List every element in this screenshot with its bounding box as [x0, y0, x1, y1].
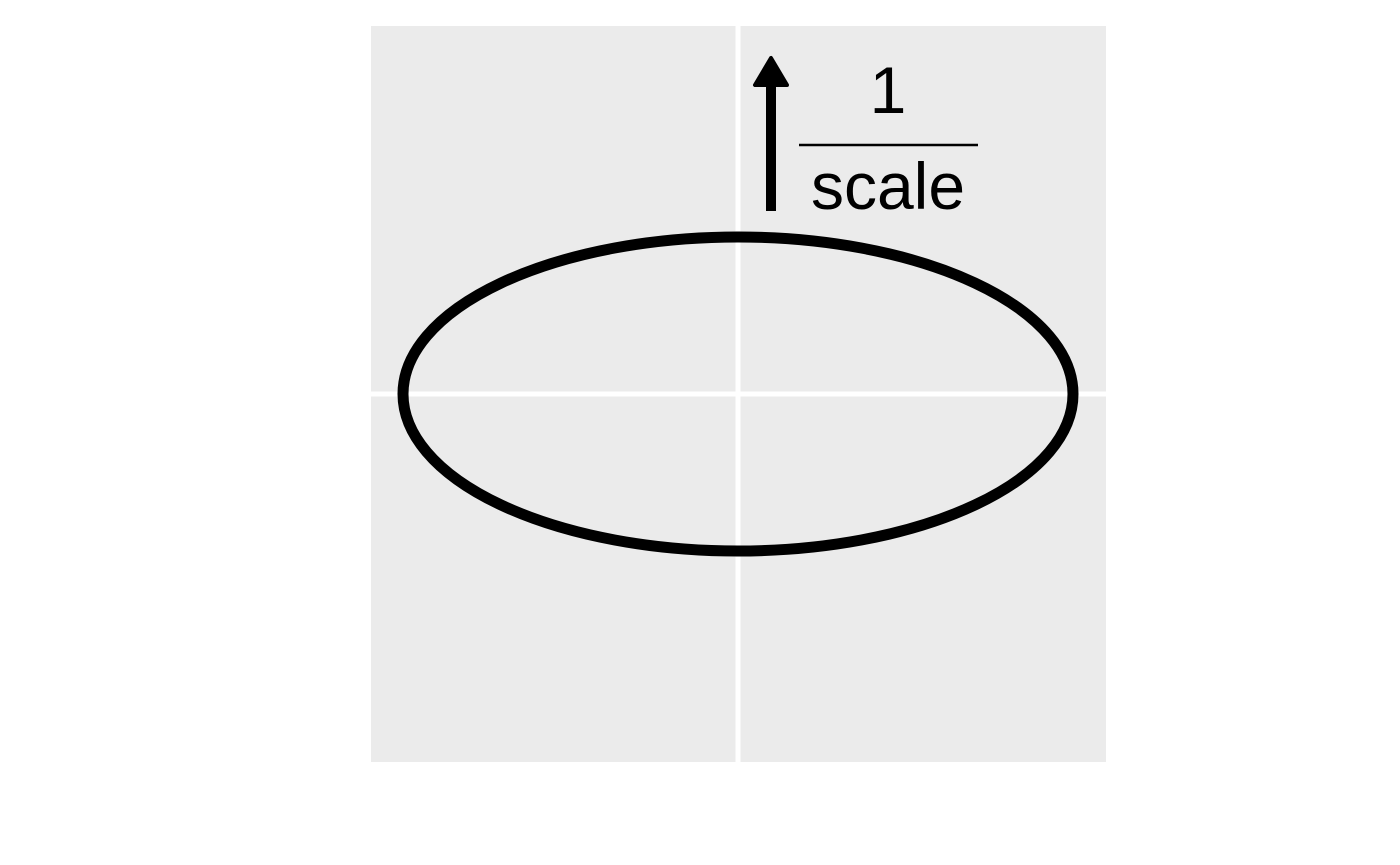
- up-arrow-head: [753, 56, 789, 87]
- fraction-denominator: scale: [811, 149, 965, 223]
- fraction-annotation: 1 scale: [799, 53, 978, 223]
- fraction-numerator: 1: [870, 53, 907, 127]
- ellipse-outline: [397, 231, 1079, 557]
- up-arrow: [753, 56, 789, 211]
